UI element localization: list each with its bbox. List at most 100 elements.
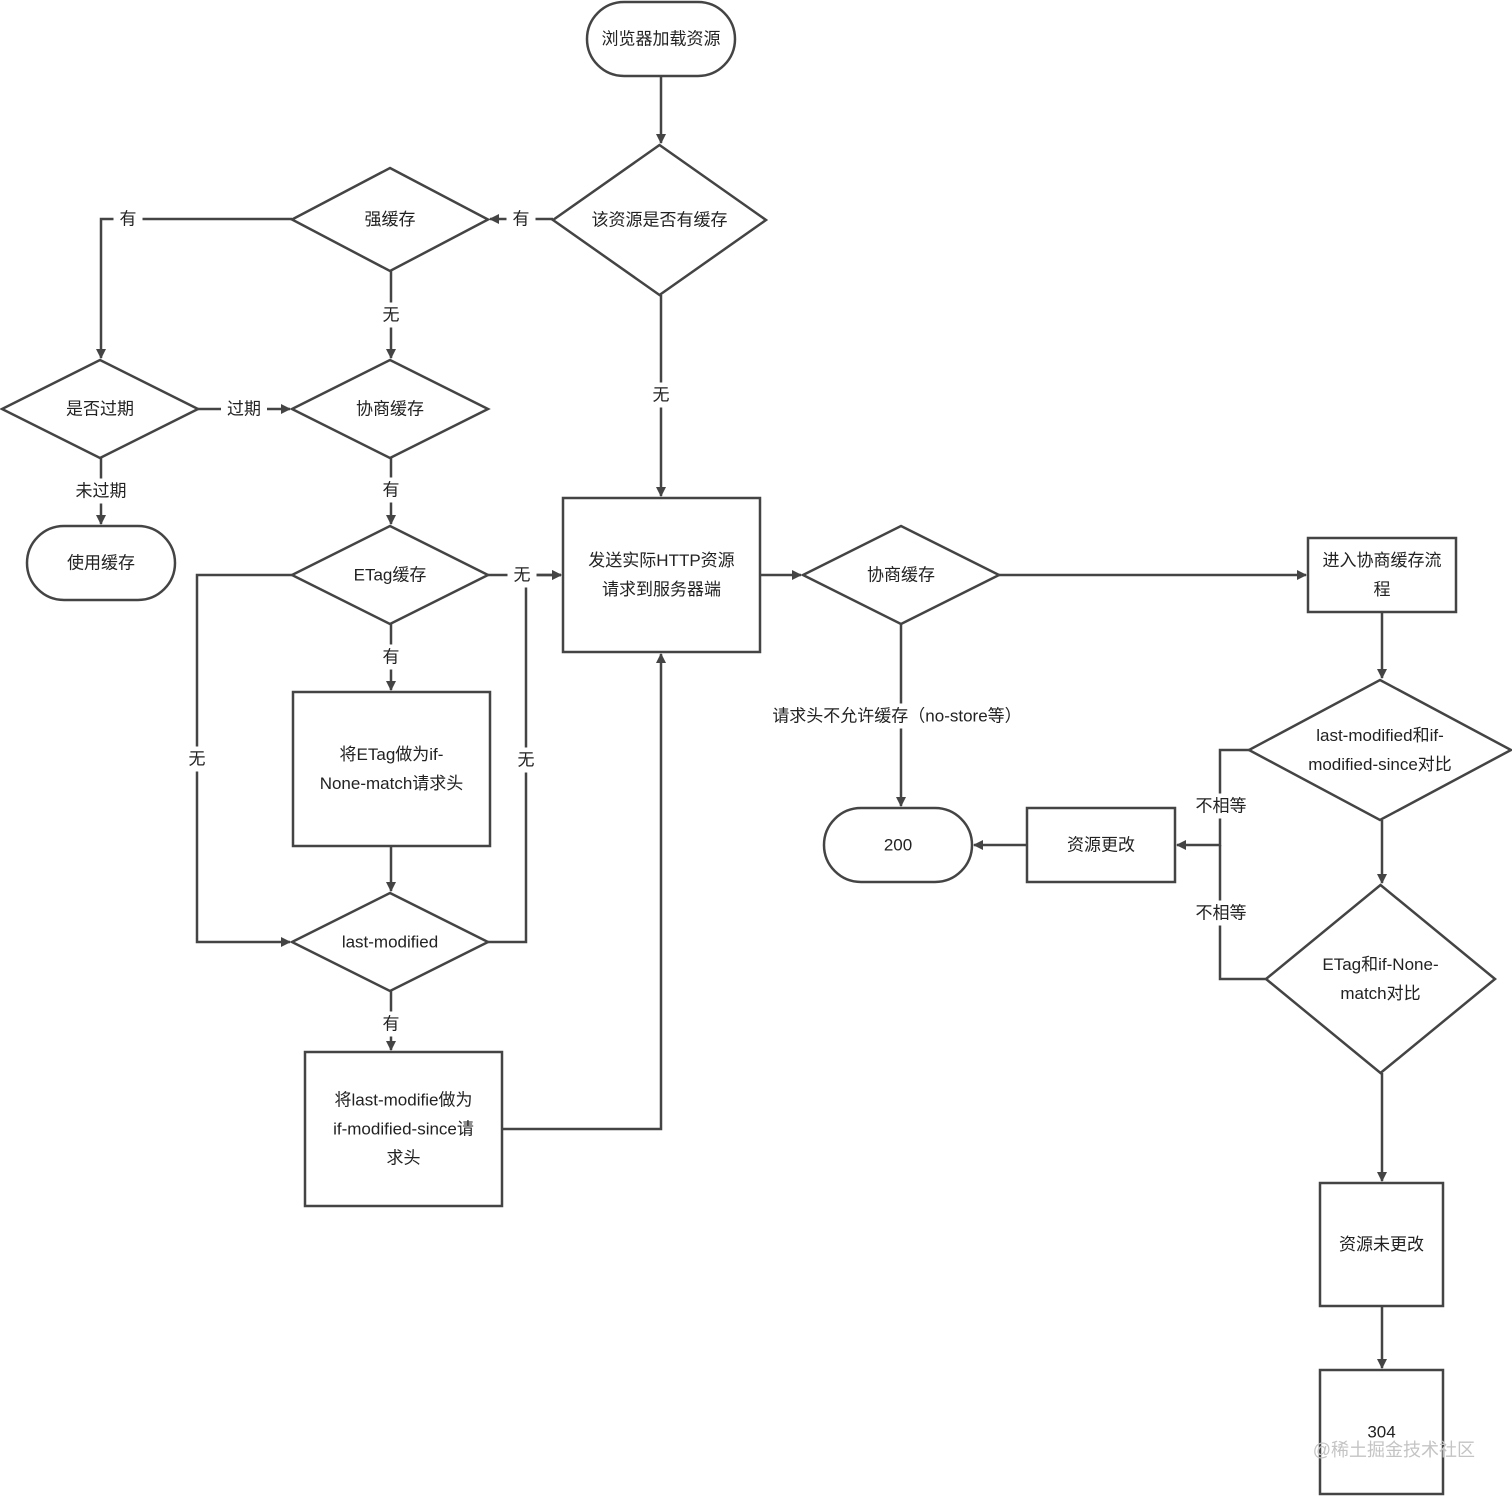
node-label: 使用缓存 [67, 553, 135, 573]
edge-label-background [646, 382, 676, 408]
edge-label-has-to-strong: 有 [506, 206, 536, 232]
edge-label-etag-to-header: 有 [376, 644, 406, 670]
node-shape [289, 166, 491, 273]
edge-label-text: 有 [513, 210, 530, 229]
edge-label-background [507, 562, 537, 588]
node-label: 进入协商缓存流 [1323, 551, 1442, 570]
node-status-200: 200 [822, 806, 974, 884]
node-label: last-modified和if- [1316, 726, 1444, 745]
node-label: 发送实际HTTP资源 [588, 551, 734, 570]
edge-strong-to-expired [96, 217, 292, 359]
node-shape [25, 524, 177, 602]
node-shape [303, 1050, 504, 1208]
edge-label-background [113, 206, 143, 232]
edge-label-text: 无 [383, 306, 400, 325]
node-shape [289, 891, 491, 993]
edge-lm-header-to-request [502, 653, 666, 1131]
edge-label-background [221, 396, 267, 422]
node-shape [291, 690, 492, 848]
node-label: 强缓存 [365, 210, 416, 229]
node-resource-unchanged: 资源未更改 [1318, 1181, 1445, 1308]
node-negotiate-cache-2: 协商缓存 [800, 524, 1002, 626]
edge-label-lm-to-request: 无 [511, 747, 541, 773]
edge-label-background [69, 478, 133, 504]
edge-label-background [1189, 793, 1253, 819]
node-label: 浏览器加载资源 [602, 30, 721, 49]
node-has-cache: 该资源是否有缓存 [550, 143, 769, 297]
node-resource-changed: 资源更改 [1025, 806, 1177, 884]
edge-label-text: 无 [514, 566, 531, 585]
node-etag-cache: ETag缓存 [289, 524, 491, 626]
node-label: 将last-modifie做为 [335, 1091, 473, 1110]
node-label: modified-since对比 [1308, 755, 1452, 774]
node-expired-check: 是否过期 [0, 358, 201, 460]
edge-label-background [376, 1011, 406, 1037]
edge-label-strong-to-negotiate: 无 [376, 302, 406, 328]
node-use-cache: 使用缓存 [25, 524, 177, 602]
node-shape [585, 0, 737, 78]
edge-label-background [376, 477, 406, 503]
node-label: 200 [884, 836, 912, 855]
node-label: ETag缓存 [354, 566, 427, 585]
edge-labels: 有无有无过期未过期有无有无无有请求头不允许缓存（no-store等）不相等不相等 [69, 206, 1253, 1037]
node-shape [1264, 883, 1497, 1075]
node-status-304: 304 [1318, 1368, 1445, 1496]
node-shape [561, 496, 762, 654]
edge-label-text: 未过期 [76, 482, 127, 501]
node-label: last-modified [342, 933, 438, 952]
edge-label-text: 过期 [227, 400, 261, 419]
node-label: ETag和if-None- [1322, 955, 1438, 974]
edge-label-etag-compare-not-equal: 不相等 [1189, 900, 1253, 926]
edge-label-text: 有 [383, 1015, 400, 1034]
node-etag-header: 将ETag做为if- None-match请求头 [291, 690, 492, 848]
node-label: 该资源是否有缓存 [592, 211, 728, 230]
edge-label-lm-to-header: 有 [376, 1011, 406, 1037]
node-label: 程 [1374, 580, 1391, 599]
node-label: 求头 [387, 1149, 421, 1168]
node-label: 是否过期 [66, 400, 134, 419]
edge-label-background [511, 747, 541, 773]
edge-label-text: 无 [189, 750, 206, 769]
edge-label-text: 无 [518, 751, 535, 770]
node-shape [800, 524, 1002, 626]
node-label: 协商缓存 [867, 566, 935, 585]
node-label: None-match请求头 [320, 774, 464, 793]
node-lm-compare: last-modified和if-modified-since对比 [1246, 678, 1512, 822]
edge-label-text: 无 [653, 386, 670, 405]
node-strong-cache: 强缓存 [289, 166, 491, 273]
node-label: 请求到服务器端 [602, 580, 721, 599]
edge-label-text: 有 [120, 210, 137, 229]
node-shape [822, 806, 974, 884]
node-label: 资源更改 [1067, 836, 1135, 855]
node-start: 浏览器加载资源 [585, 0, 737, 78]
node-shape [1306, 536, 1458, 614]
edge-label-text: 有 [383, 648, 400, 667]
edge-label-background [376, 644, 406, 670]
node-etag-compare: ETag和if-None-match对比 [1264, 883, 1497, 1075]
edge-label-background [376, 302, 406, 328]
node-shape [1318, 1181, 1445, 1308]
node-label: 资源未更改 [1339, 1235, 1424, 1254]
edge-label-background [506, 206, 536, 232]
node-shape [289, 524, 491, 626]
node-label: 协商缓存 [356, 400, 424, 419]
edge-label-etag-to-request: 无 [507, 562, 537, 588]
node-shape [0, 358, 201, 460]
edge-label-text: 不相等 [1196, 904, 1247, 923]
node-label: 将ETag做为if- [340, 745, 444, 764]
node-label: if-modified-since请 [333, 1120, 474, 1139]
watermark: @稀土掘金技术社区 [1313, 1440, 1475, 1460]
node-shape [1318, 1368, 1445, 1496]
edge-label-has-to-request: 无 [646, 382, 676, 408]
node-shape [1025, 806, 1177, 884]
node-last-modified: last-modified [289, 891, 491, 993]
edge-label-expired-to-use: 未过期 [69, 478, 133, 504]
edge-label-negotiate-to-etag: 有 [376, 477, 406, 503]
edge-label-negotiate2-to-200: 请求头不允许缓存（no-store等） [766, 703, 1028, 729]
edge-label-text: 不相等 [1196, 797, 1247, 816]
